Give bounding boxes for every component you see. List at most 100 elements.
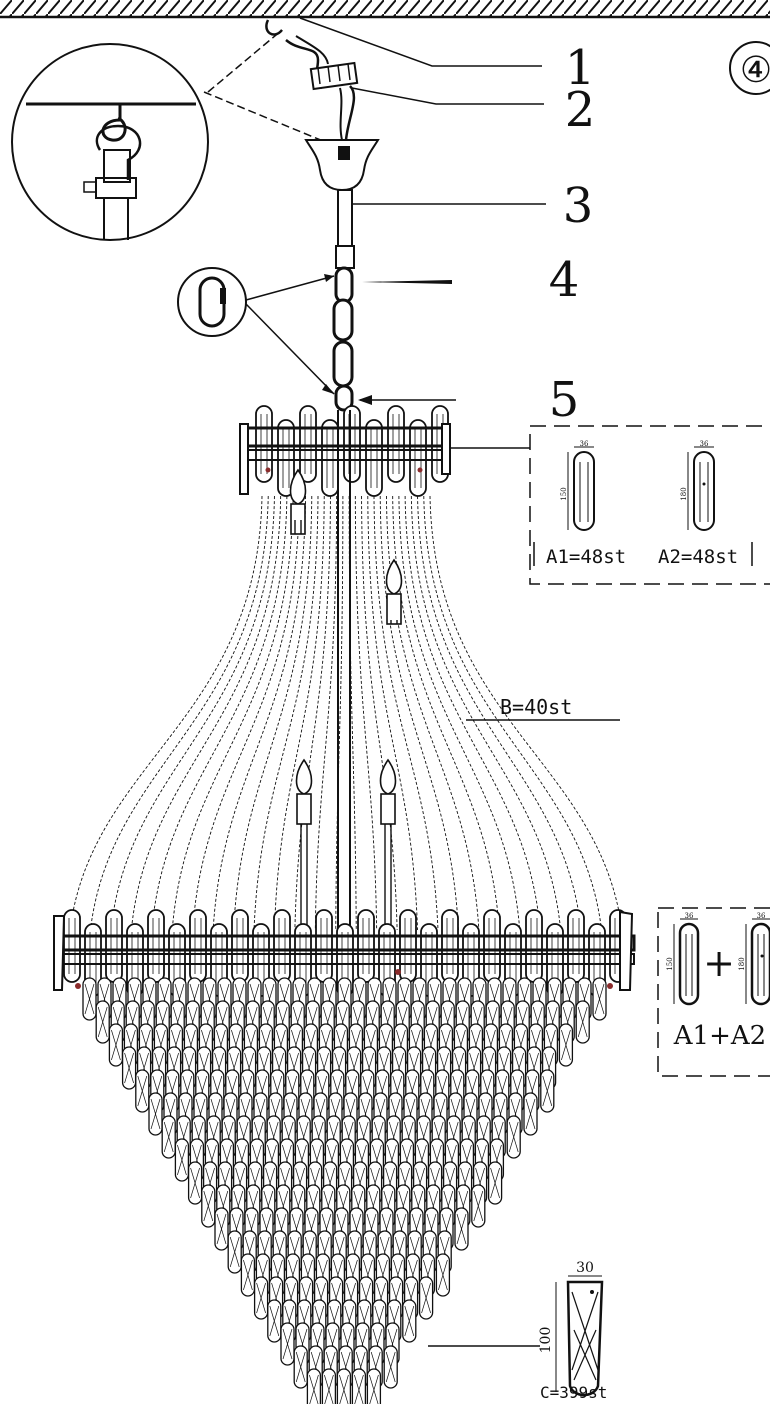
- crystal-drop: [240, 1253, 256, 1297]
- crystal-strand: [151, 495, 288, 931]
- combo-a1-height-dim: 150: [666, 957, 674, 970]
- combo-a2-height-dim: 180: [738, 957, 746, 970]
- crystal-drop: [253, 1276, 269, 1320]
- crystal-strand: [417, 495, 582, 931]
- crystal-strand: [233, 495, 313, 931]
- crystal-strand: [130, 495, 282, 931]
- callout-4: 4: [549, 252, 580, 308]
- crystal-strand: [385, 495, 480, 931]
- bottom-ring-tube: [441, 909, 459, 983]
- hook-detail-magnifier: [11, 29, 341, 241]
- bottom-ring-tube: [315, 909, 333, 983]
- part-a2-width-dim: 36: [700, 440, 709, 448]
- ceiling: [0, 0, 770, 19]
- combo-part-a1-drawing: 36 150: [666, 912, 700, 1006]
- crystal-strand: [410, 495, 562, 931]
- top-ring-tube: [365, 419, 383, 497]
- figure-label: ④: [729, 41, 770, 95]
- top-ring-tube: [255, 405, 273, 483]
- crystal-drop: [487, 1161, 503, 1205]
- crystal-drop: [383, 1345, 398, 1389]
- crystal-drop: [293, 1345, 308, 1389]
- part-a1-width-dim: 36: [580, 440, 589, 448]
- crystal-drop: [214, 1207, 229, 1251]
- crystal-strand: [392, 495, 500, 931]
- crystal-drop: [306, 1368, 322, 1404]
- part-a2-drawing: 36 180: [680, 440, 715, 531]
- crystal-drop: [227, 1230, 242, 1274]
- crystal-strand: [89, 495, 269, 931]
- crystal-drop: [148, 1092, 163, 1136]
- crystal-drop: [558, 1023, 574, 1067]
- crystal-strand: [69, 495, 263, 931]
- crystal-strand: [335, 495, 344, 931]
- part-c-quantity: C=399st: [540, 1383, 607, 1402]
- crystal-strand: [429, 495, 623, 931]
- candle-sleeve: [290, 503, 306, 535]
- part-a1-quantity: A1=48st: [546, 546, 626, 568]
- bottom-ring-tube: [483, 909, 501, 983]
- crystal-drop: [435, 1253, 451, 1297]
- crystal-drop: [523, 1092, 538, 1136]
- part-a1-drawing: 36 150: [560, 440, 595, 531]
- crystal-drop: [201, 1184, 216, 1228]
- candle-sleeve: [386, 593, 402, 625]
- crystal-strand: [273, 495, 325, 931]
- crystal-strand: [110, 495, 275, 931]
- crystal-strand: [367, 495, 419, 931]
- crystal-drop: [174, 1138, 190, 1182]
- crystal-strand: [373, 495, 439, 931]
- crystal-drop: [321, 1368, 337, 1404]
- callout-2: 2: [565, 82, 596, 138]
- candle-sleeve: [380, 793, 396, 825]
- crystal-drop: [366, 1368, 382, 1404]
- bottom-ring-tube: [147, 909, 165, 983]
- crystal-strand: [398, 495, 521, 931]
- crystal-drop: [336, 1368, 352, 1404]
- crystal-drop: [575, 1000, 590, 1044]
- callout-numbers: 1 2 3 4 5: [549, 40, 596, 428]
- carabiner-detail: [177, 267, 335, 395]
- part-b-quantity: B=40st: [500, 695, 572, 719]
- suspension-top: [265, 19, 380, 412]
- bottom-ring-dot: [607, 983, 613, 989]
- top-ring-tube: [387, 405, 405, 483]
- center-rod: [337, 410, 351, 930]
- bottom-ring-tube: [357, 909, 375, 983]
- combo-parts-label: A1+A2: [673, 1021, 766, 1051]
- part-a1-height-dim: 150: [560, 487, 568, 500]
- callout-5: 5: [549, 372, 580, 428]
- bottom-ring-tube: [63, 909, 81, 983]
- part-c-drawing: 30 100: [538, 1260, 604, 1397]
- bottom-ring-dot: [75, 983, 81, 989]
- crystal-strand: [171, 495, 294, 931]
- combo-part-a2-drawing: 36 180: [738, 912, 770, 1006]
- top-ring-tube: [277, 419, 295, 497]
- crystal-strand: [253, 495, 319, 931]
- crystal-strand: [423, 495, 603, 931]
- bottom-ring-tube: [231, 909, 249, 983]
- crystal-drop: [454, 1207, 469, 1251]
- parts-a-detail-box: 36 150 36 180 A1=48st A2=48st: [450, 425, 770, 585]
- part-c-height-dim: 100: [538, 1327, 554, 1354]
- crystal-strand: [212, 495, 307, 931]
- combo-a2-width-dim: 36: [757, 912, 766, 920]
- combo-plus-sign: +: [703, 941, 735, 985]
- bottom-ring-tube: [399, 909, 417, 983]
- part-c-detail: 30 100 C=399st: [428, 1260, 607, 1402]
- callout-1: 1: [565, 40, 596, 96]
- crystal-drop: [506, 1115, 521, 1159]
- candle-sleeve: [296, 793, 312, 825]
- top-crystal-ring: [239, 405, 451, 497]
- bottom-ring-tube: [525, 909, 543, 983]
- top-ring-tube: [321, 419, 339, 497]
- crystal-drop: [592, 977, 607, 1021]
- crystal-drop: [82, 977, 97, 1021]
- crystal-drop: [161, 1115, 176, 1159]
- crystal-drop: [267, 1299, 282, 1343]
- crystal-drop: [402, 1299, 417, 1343]
- crystal-strand: [361, 495, 398, 931]
- bottom-ring-dot: [395, 969, 401, 975]
- combo-a1-width-dim: 36: [685, 912, 694, 920]
